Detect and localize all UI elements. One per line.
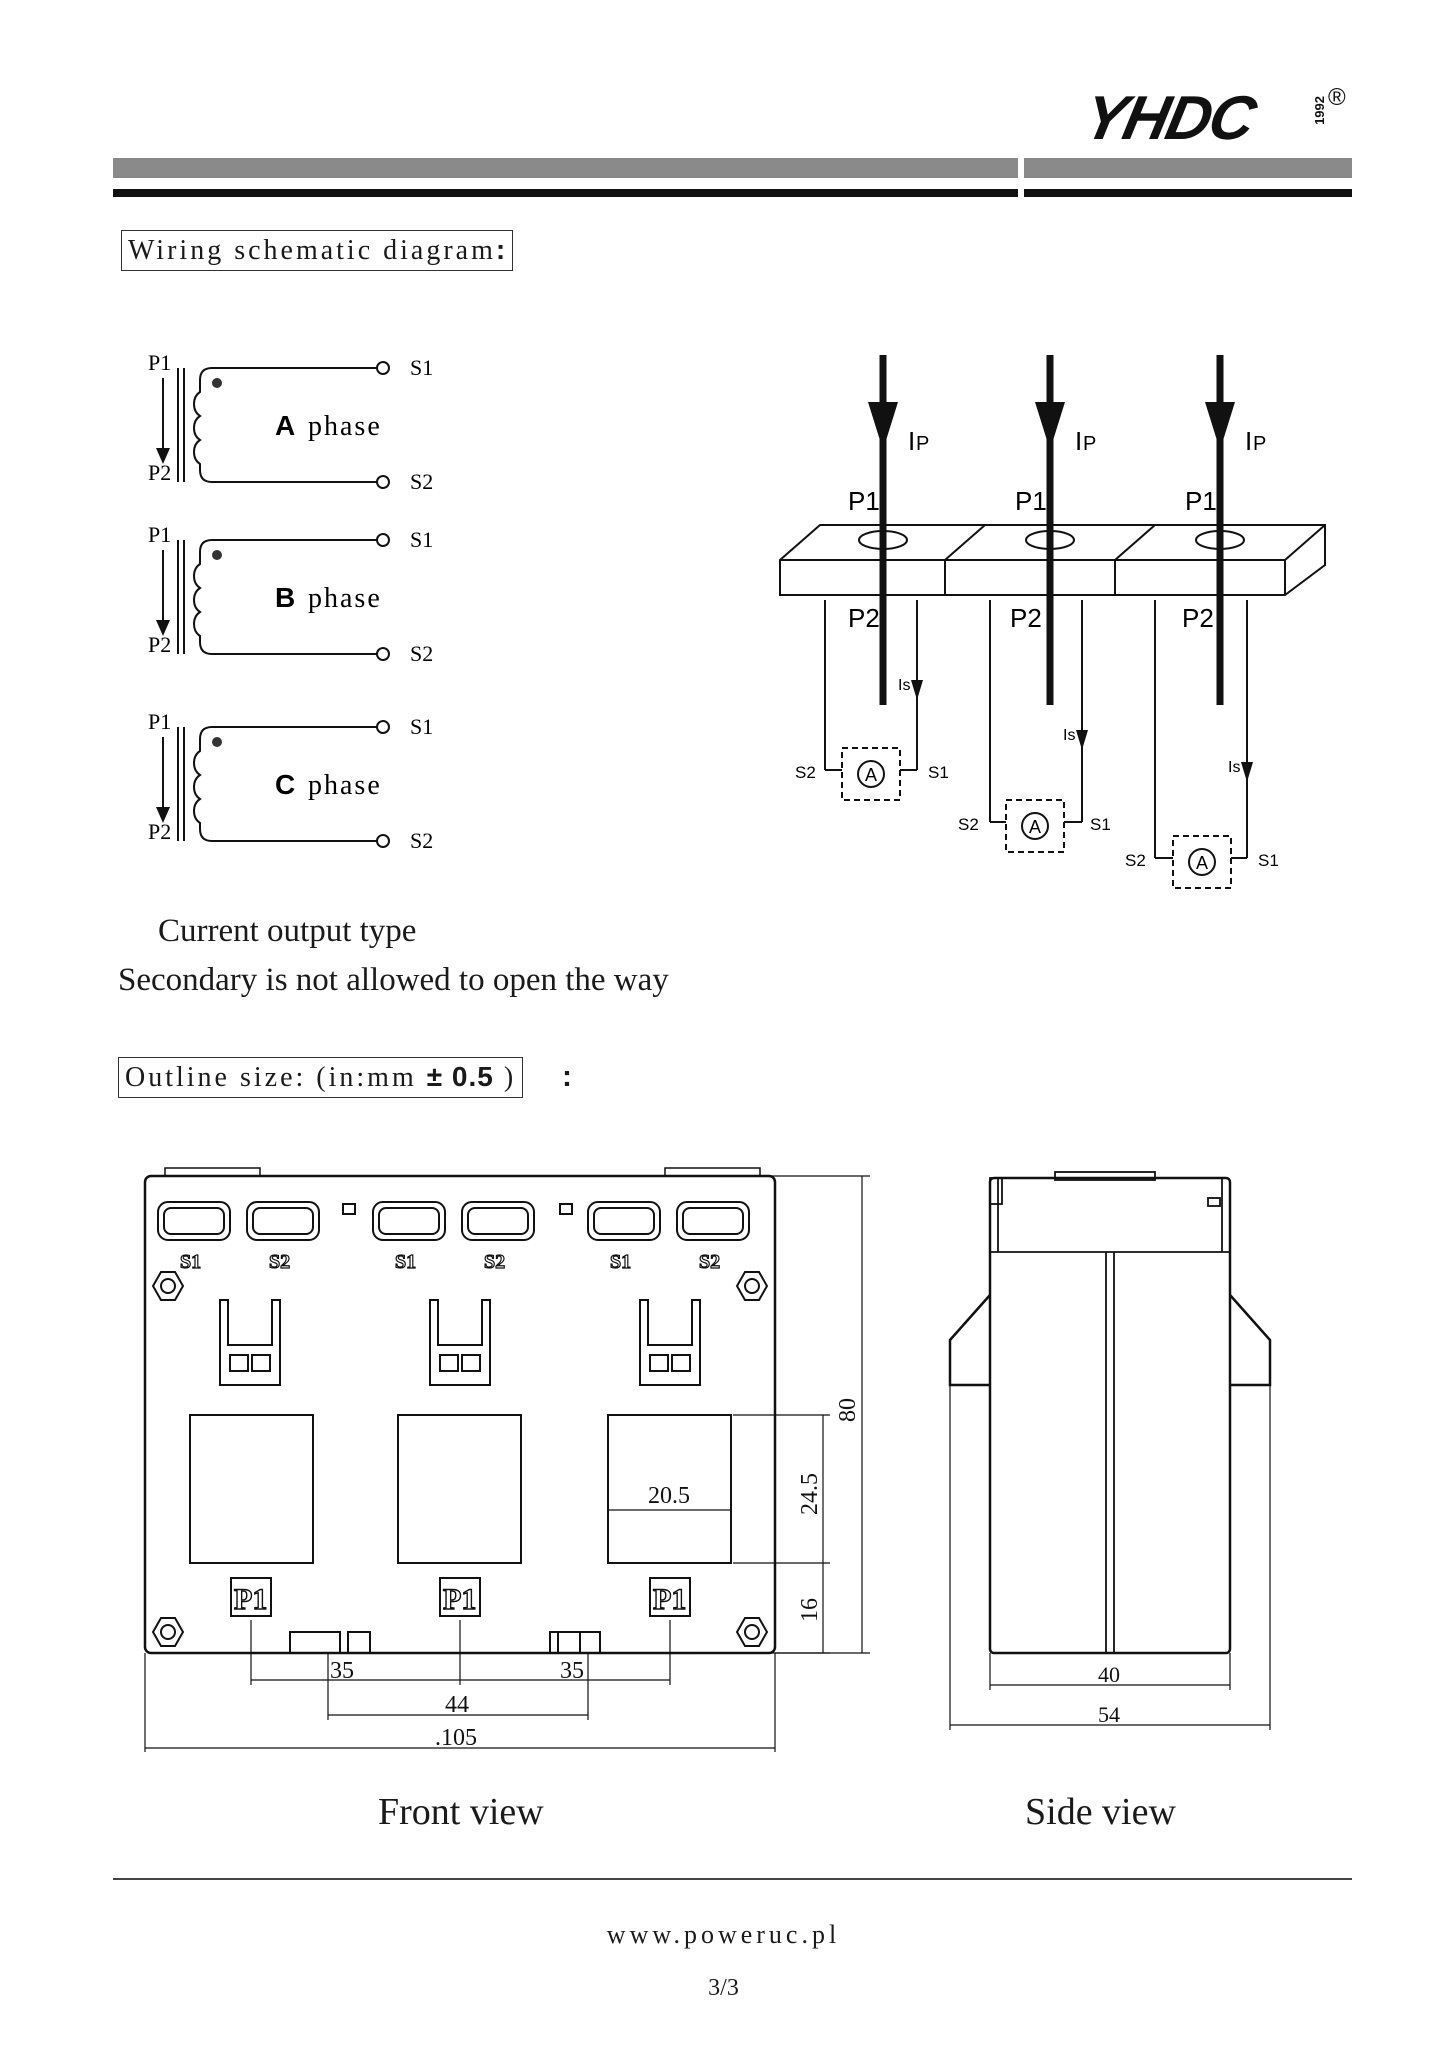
svg-text:S2: S2: [699, 1251, 720, 1273]
svg-text:P1: P1: [1015, 486, 1047, 516]
dim-40: 40: [1098, 1662, 1120, 1687]
note-output-type: Current output type: [158, 913, 417, 949]
svg-text:P1: P1: [1185, 486, 1217, 516]
label-s1: S1: [410, 355, 433, 380]
label-p2: P2: [148, 460, 171, 485]
phase-b-schematic: P1 P2 S1 S2 B phase: [148, 522, 433, 666]
ct-unit-2: I P P1 P2 Is A S2 S1: [958, 355, 1111, 853]
front-view-caption: Front view: [378, 1791, 544, 1833]
svg-text:P: P: [1083, 433, 1096, 455]
svg-text:S1: S1: [180, 1251, 201, 1273]
outline-title: Outline size: (in:mm ± 0.5 ): [118, 1057, 524, 1098]
svg-text:A: A: [865, 765, 877, 785]
svg-text:S1: S1: [1258, 851, 1279, 870]
svg-text:P2: P2: [148, 819, 171, 844]
dim-20-5: 20.5: [648, 1483, 690, 1509]
svg-text:P: P: [916, 433, 929, 455]
phase-b-word: phase: [308, 583, 382, 614]
svg-text:S2: S2: [795, 763, 816, 782]
svg-text:P1: P1: [443, 1583, 476, 1616]
svg-text:Is: Is: [898, 677, 910, 694]
svg-text:S1: S1: [395, 1251, 416, 1273]
footer-divider: [113, 1878, 1352, 1880]
svg-text:S1: S1: [610, 1251, 631, 1273]
dim-35-left: 35: [330, 1658, 354, 1684]
svg-text:S2: S2: [410, 828, 433, 853]
dim-16: 16: [797, 1598, 823, 1622]
svg-text:P2: P2: [1010, 603, 1042, 633]
brand-logo: YHDC: [1077, 84, 1261, 153]
ct-block-body: [779, 524, 1326, 596]
note-secondary-warning: Secondary is not allowed to open the way: [118, 962, 669, 998]
wiring-title: Wiring schematic diagram:: [121, 230, 514, 271]
dim-80: 80: [835, 1398, 861, 1422]
footer-url: www.poweruc.pl: [606, 1920, 841, 1949]
svg-text:P1: P1: [148, 709, 171, 734]
registered-mark: ®: [1328, 84, 1346, 111]
side-view-caption: Side view: [1025, 1791, 1176, 1833]
label-s2: S2: [410, 469, 433, 494]
dim-44: 44: [445, 1692, 469, 1718]
svg-text:P1: P1: [653, 1583, 686, 1616]
header-black-bar-left: [113, 189, 1018, 197]
dim-105: .105: [435, 1725, 477, 1751]
phase-a-schematic: P1 P2 S1 S2 A phase: [148, 350, 433, 494]
svg-text:Is: Is: [1228, 759, 1240, 776]
phase-c-letter: C: [275, 769, 295, 800]
phase-a-word: phase: [308, 411, 382, 442]
svg-text:P2: P2: [848, 603, 880, 633]
header-black-bar-right: [1024, 189, 1352, 197]
header-gray-bar-right: [1024, 158, 1352, 178]
ct-unit-1: I P P1 P2 Is A S2 S1: [795, 355, 949, 801]
svg-text:S1: S1: [928, 763, 949, 782]
svg-text:S2: S2: [958, 815, 979, 834]
svg-text:P2: P2: [148, 632, 171, 657]
ct-unit-3: I P P1 P2 Is A S2 S1: [1125, 355, 1279, 889]
svg-text:P2: P2: [1182, 603, 1214, 633]
phase-c-schematic: P1 P2 S1 S2 C phase: [148, 709, 433, 853]
svg-text:A: A: [1029, 817, 1041, 837]
svg-text:S2: S2: [1125, 851, 1146, 870]
phase-c-word: phase: [308, 770, 382, 801]
svg-text:P1: P1: [148, 522, 171, 547]
svg-text:I: I: [908, 426, 915, 456]
dim-54: 54: [1098, 1702, 1120, 1727]
svg-text:I: I: [1245, 426, 1252, 456]
front-view-drawing: S1 S2 S1 S2 S1 S2 P1 P1 P1: [143, 1167, 870, 1752]
svg-text:S2: S2: [269, 1251, 290, 1273]
side-view-drawing: 40 54: [948, 1171, 1272, 1730]
three-phase-wiring-diagram: I P P1 P2 Is A S2 S1 I P P1 P2 Is A S2: [779, 355, 1326, 889]
label-p1: P1: [148, 350, 171, 375]
svg-text:S2: S2: [484, 1251, 505, 1273]
svg-text:I: I: [1075, 426, 1082, 456]
phase-a-letter: A: [275, 410, 295, 441]
svg-text:S1: S1: [410, 714, 433, 739]
svg-text:S1: S1: [410, 527, 433, 552]
svg-text:P1: P1: [848, 486, 880, 516]
dim-24-5: 24.5: [797, 1473, 823, 1515]
dim-35-right: 35: [560, 1658, 584, 1684]
phase-schematics: P1 P2 S1 S2 A phase P1 P2 S1 S2 B phase …: [148, 350, 433, 853]
page-number: 3/3: [708, 1975, 739, 2001]
svg-text:A: A: [1196, 853, 1208, 873]
phase-b-letter: B: [275, 582, 295, 613]
svg-text:P1: P1: [234, 1583, 267, 1616]
svg-text:S1: S1: [1090, 815, 1111, 834]
svg-text:S2: S2: [410, 641, 433, 666]
header-gray-bar-left: [113, 158, 1018, 178]
logo-year: 1992: [1312, 96, 1327, 125]
svg-text:P: P: [1253, 433, 1266, 455]
svg-text:Is: Is: [1063, 727, 1075, 744]
outline-colon: :: [562, 1060, 572, 1093]
